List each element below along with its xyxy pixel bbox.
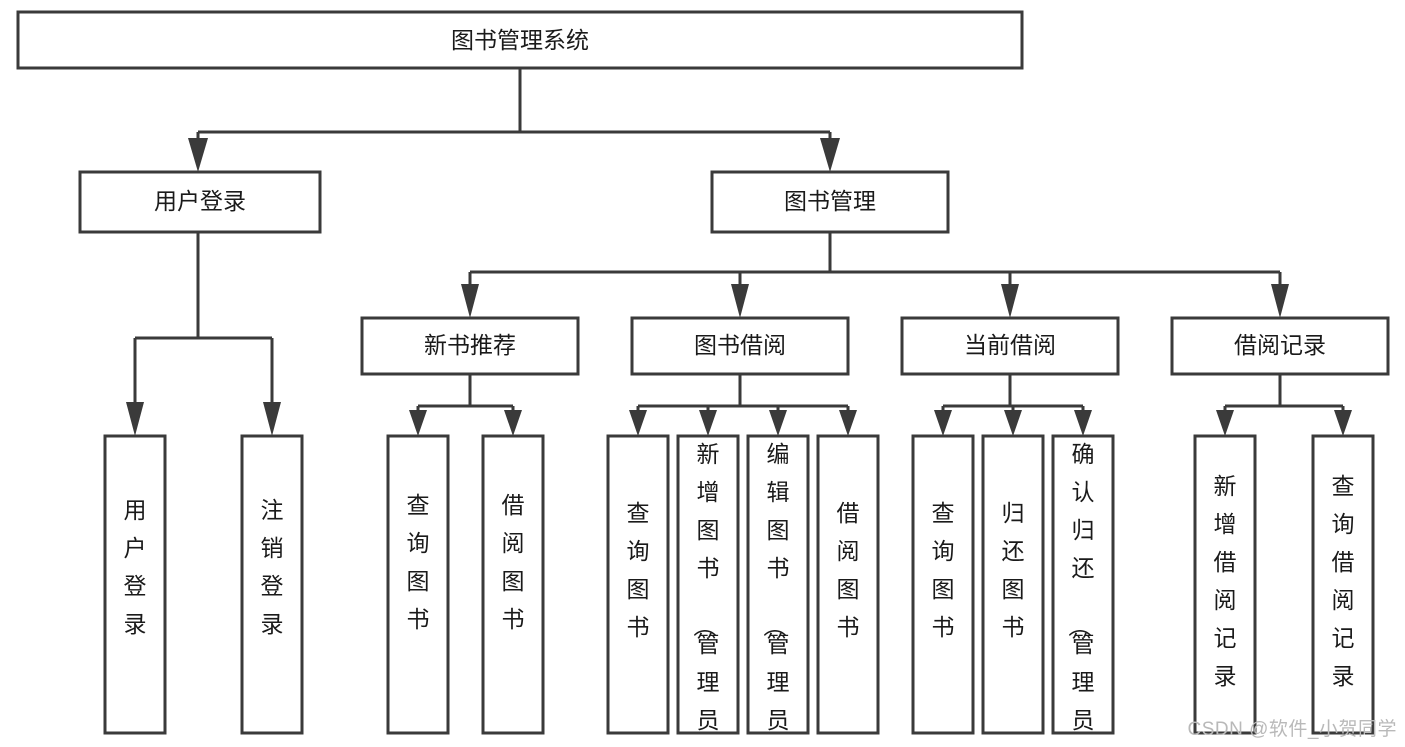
node-leaf-logout[interactable]: 注销登录 bbox=[240, 434, 304, 735]
node-leaf-query-book-borrow-label: 查询图书 bbox=[627, 500, 650, 640]
node-leaf-confirm-return-label: 确认归还（管理员） bbox=[1067, 441, 1095, 747]
node-leaf-user-login[interactable]: 用户登录 bbox=[103, 434, 167, 735]
arrow-to-leaf-logout bbox=[263, 402, 281, 436]
arrow-to-new-book-rec bbox=[461, 284, 479, 318]
arrow-to-leaf-edit-book bbox=[769, 410, 787, 436]
node-current-borrow-label: 当前借阅 bbox=[964, 332, 1056, 358]
node-book-manage[interactable]: 图书管理 bbox=[710, 170, 950, 234]
connector-layer bbox=[126, 68, 1352, 436]
arrow-to-leaf-add-record bbox=[1216, 410, 1234, 436]
node-leaf-borrow-book-rec-label: 借阅图书 bbox=[502, 492, 525, 632]
node-new-book-rec-box[interactable] bbox=[360, 316, 580, 376]
node-leaf-borrow-book-rec[interactable]: 借阅图书 bbox=[481, 434, 545, 735]
node-borrow-record-label: 借阅记录 bbox=[1234, 332, 1326, 358]
arrow-to-leaf-return-book bbox=[1004, 410, 1022, 436]
node-leaf-logout-box[interactable] bbox=[240, 434, 304, 735]
node-leaf-user-login-box[interactable] bbox=[103, 434, 167, 735]
node-leaf-query-book-current-box[interactable] bbox=[911, 434, 975, 735]
node-book-borrow-label: 图书借阅 bbox=[694, 332, 786, 358]
node-borrow-record[interactable]: 借阅记录 bbox=[1170, 316, 1390, 376]
node-book-manage-label: 图书管理 bbox=[784, 188, 876, 214]
node-book-manage-box[interactable] bbox=[710, 170, 950, 234]
arrow-to-leaf-user-login bbox=[126, 402, 144, 436]
node-book-borrow[interactable]: 图书借阅 bbox=[630, 316, 850, 376]
node-leaf-edit-book[interactable]: 编辑图书（管理员） bbox=[746, 434, 810, 747]
node-root-label: 图书管理系统 bbox=[451, 27, 589, 53]
arrow-to-leaf-query-book-current bbox=[934, 410, 952, 436]
node-leaf-query-book-current[interactable]: 查询图书 bbox=[911, 434, 975, 735]
node-new-book-rec[interactable]: 新书推荐 bbox=[360, 316, 580, 376]
arrow-to-leaf-borrow-book bbox=[839, 410, 857, 436]
node-leaf-add-record-box[interactable] bbox=[1193, 434, 1257, 735]
node-user-login[interactable]: 用户登录 bbox=[78, 170, 322, 234]
arrow-to-user-login bbox=[188, 138, 208, 172]
node-leaf-edit-book-box[interactable] bbox=[746, 434, 810, 735]
node-root[interactable]: 图书管理系统 bbox=[16, 10, 1024, 70]
node-leaf-add-record[interactable]: 新增借阅记录 bbox=[1193, 434, 1257, 735]
arrow-to-borrow-record bbox=[1271, 284, 1289, 318]
node-leaf-query-book-current-label: 查询图书 bbox=[932, 500, 955, 640]
node-new-book-rec-label: 新书推荐 bbox=[424, 332, 516, 358]
node-leaf-query-book-rec[interactable]: 查询图书 bbox=[386, 434, 450, 735]
node-leaf-query-record-box[interactable] bbox=[1311, 434, 1375, 735]
node-leaf-logout-label: 注销登录 bbox=[261, 497, 284, 637]
csdn-watermark: CSDN @软件_小贺同学 bbox=[1187, 719, 1397, 740]
arrow-to-leaf-add-book bbox=[699, 410, 717, 436]
node-leaf-return-book-box[interactable] bbox=[981, 434, 1045, 735]
node-current-borrow-box[interactable] bbox=[900, 316, 1120, 376]
node-borrow-record-box[interactable] bbox=[1170, 316, 1390, 376]
arrow-to-leaf-confirm-return bbox=[1074, 410, 1092, 436]
node-leaf-add-book-box[interactable] bbox=[676, 434, 740, 735]
node-leaf-query-book-borrow[interactable]: 查询图书 bbox=[606, 434, 670, 735]
arrow-to-book-manage bbox=[820, 138, 840, 172]
node-leaf-confirm-return[interactable]: 确认归还（管理员） bbox=[1051, 434, 1115, 747]
arrow-to-leaf-query-record bbox=[1334, 410, 1352, 436]
arrow-to-leaf-query-book-borrow bbox=[629, 410, 647, 436]
node-root-box[interactable] bbox=[16, 10, 1024, 70]
node-book-borrow-box[interactable] bbox=[630, 316, 850, 376]
node-leaf-user-login-label: 用户登录 bbox=[124, 497, 147, 637]
node-leaf-return-book-label: 归还图书 bbox=[1002, 500, 1025, 640]
arrow-to-leaf-borrow-book-rec bbox=[504, 410, 522, 436]
arrow-to-book-borrow bbox=[731, 284, 749, 318]
node-leaf-query-book-rec-box[interactable] bbox=[386, 434, 450, 735]
node-leaf-confirm-return-box[interactable] bbox=[1051, 434, 1115, 735]
node-leaf-add-book[interactable]: 新增图书（管理员） bbox=[676, 434, 740, 747]
node-leaf-query-record-label: 查询借阅记录 bbox=[1332, 473, 1355, 689]
node-user-login-label: 用户登录 bbox=[154, 188, 246, 214]
leaf-layer: 用户登录 注销登录 查询图书 借阅图书 查询图书 新增图书（管理员） bbox=[103, 434, 1375, 747]
node-user-login-box[interactable] bbox=[78, 170, 322, 234]
node-leaf-query-book-borrow-box[interactable] bbox=[606, 434, 670, 735]
node-leaf-query-record[interactable]: 查询借阅记录 bbox=[1311, 434, 1375, 735]
node-leaf-query-book-rec-label: 查询图书 bbox=[407, 492, 430, 632]
node-leaf-return-book[interactable]: 归还图书 bbox=[981, 434, 1045, 735]
node-leaf-borrow-book-label: 借阅图书 bbox=[837, 500, 860, 640]
node-current-borrow[interactable]: 当前借阅 bbox=[900, 316, 1120, 376]
node-leaf-edit-book-label: 编辑图书（管理员） bbox=[762, 441, 790, 747]
arrow-to-current-borrow bbox=[1001, 284, 1019, 318]
node-leaf-borrow-book[interactable]: 借阅图书 bbox=[816, 434, 880, 735]
arrow-to-leaf-query-book-rec bbox=[409, 410, 427, 436]
node-leaf-borrow-book-rec-box[interactable] bbox=[481, 434, 545, 735]
node-leaf-add-record-label: 新增借阅记录 bbox=[1214, 473, 1237, 689]
node-leaf-borrow-book-box[interactable] bbox=[816, 434, 880, 735]
node-leaf-add-book-label: 新增图书（管理员） bbox=[692, 441, 720, 747]
